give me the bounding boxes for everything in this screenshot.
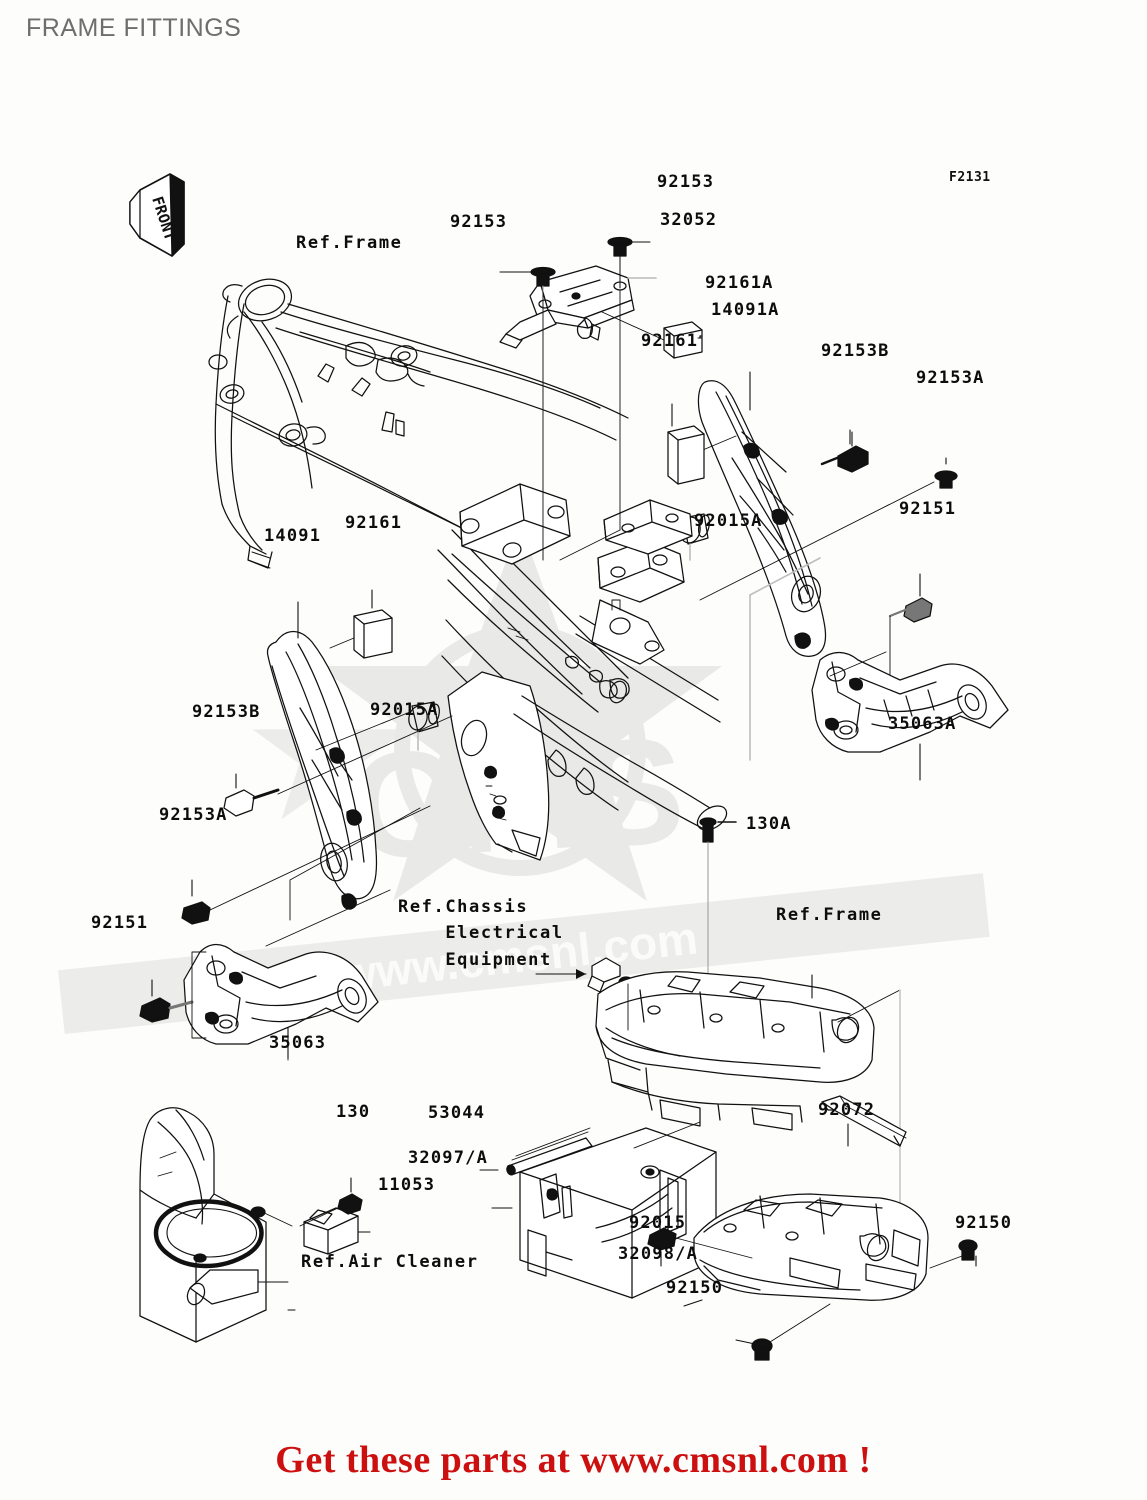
part-92015A-left [315,701,440,751]
bolt-92151-right [888,573,933,681]
part-32097A-battery-box [519,1121,717,1299]
callout-92151-right: 92151 [899,499,957,519]
bolt-92153B-left [223,715,453,817]
ref-chassis-line-2: Electrical [398,923,564,944]
callout-92161-right: 92161 [641,331,699,351]
part-53044-tube [506,1127,593,1176]
ref-air-cleaner [139,1107,293,1343]
part-35063-bracket [183,889,391,1045]
nut-130 [299,1177,363,1227]
callout-35063A: 35063A [888,714,957,734]
diagram-artboard: CMS www.cmsnl.com FRONT [0,60,1147,1420]
callout-ref-frame-bottom: Ref.Frame [776,905,883,925]
part-14091A-cover [697,380,827,657]
callout-32098A: 32098/A [618,1244,699,1264]
callout-14091A: 14091A [711,300,780,320]
callout-32052: 32052 [660,210,718,230]
bolt-92150-bottom [735,1303,831,1361]
part-92161-block-left [329,609,393,659]
rear-subframe [595,971,875,1131]
frame-main-center [437,483,728,861]
bolt-92151-left [139,951,207,1039]
footer-cta: Get these parts at www.cmsnl.com ! [275,1439,872,1481]
technical-linework: FRONT [129,173,1009,1361]
ref-chassis-line-3: Equipment [398,949,552,970]
callout-92015A-left: 92015A [370,700,439,720]
callout-92015: 92015 [629,1213,687,1233]
callout-92161-left: 92161 [345,513,403,533]
bolt-92150-right [929,1239,978,1269]
callout-ref-air-cleaner: Ref.Air Cleaner [301,1252,479,1272]
callout-92150-bottom: 92150 [666,1278,724,1298]
callout-ref-frame-top: Ref.Frame [296,233,403,253]
part-35063A-bracket [811,651,1009,753]
front-arrow-marker: FRONT [129,173,185,257]
part-32052-bracket [499,265,635,349]
part-92161-block-right [667,425,705,485]
callout-11053: 11053 [378,1175,436,1195]
callout-92153B-right: 92153B [821,341,890,361]
diagram-code: F2131 [949,170,991,185]
callout-ref-chassis-electrical-equipment: Ref.Chassis Electrical Equipment [398,894,564,973]
ref-chassis-line-1: Ref.Chassis [398,897,529,917]
callout-92153A-left: 92153A [159,805,228,825]
part-92072-band [821,1095,907,1147]
callout-53044: 53044 [428,1103,486,1123]
callout-92153-top: 92153 [657,172,715,192]
callout-92161A: 92161A [705,273,774,293]
nut-92015 [647,1227,753,1267]
callout-32097A: 32097/A [408,1148,489,1168]
callout-92151-left: 92151 [91,913,149,933]
callout-92015A-right: 92015A [694,511,763,531]
bolt-92153A-left [181,805,431,925]
part-11053-bracket [303,1207,359,1255]
callout-92153B-left: 92153B [192,702,261,722]
callout-92153-left: 92153 [450,212,508,232]
construction-lines [749,557,821,761]
page-title: FRAME FITTINGS [26,14,242,42]
callout-130: 130 [336,1102,371,1122]
part-92161A-block [601,311,703,359]
callout-14091-left: 14091 [264,526,322,546]
callout-35063: 35063 [269,1033,327,1053]
callout-92153A-right: 92153A [916,368,985,388]
bolt-92153-top [607,236,633,289]
part-32098A-cover [693,1193,929,1301]
callout-92072: 92072 [818,1100,876,1120]
leader-lines [191,289,629,1061]
callout-130A: 130A [746,814,792,834]
bolt-92153A-right [699,457,958,601]
bolt-92153B-right [820,431,869,473]
frame-main-upper [208,278,629,569]
callout-92150-right: 92150 [955,1213,1013,1233]
